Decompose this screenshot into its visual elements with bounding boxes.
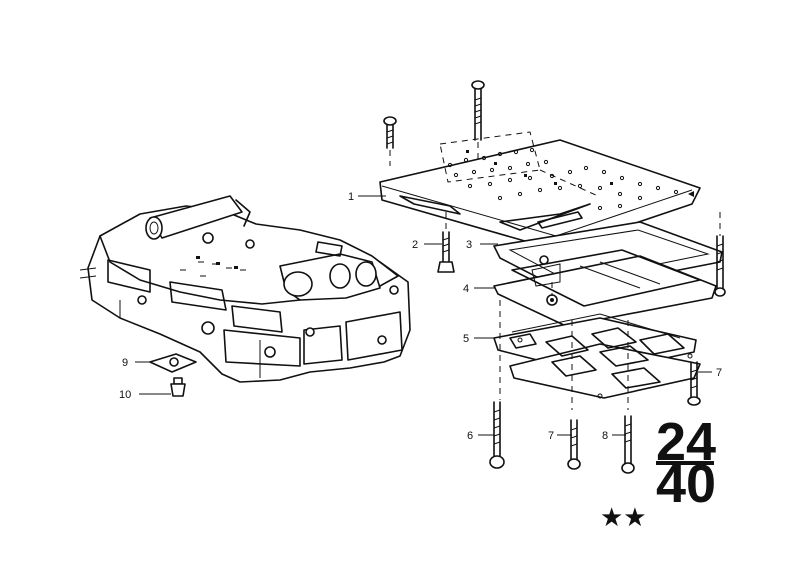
part-1-plate: [379, 131, 701, 251]
callout-7b: 7: [716, 367, 722, 379]
valve-body-housing: [79, 195, 411, 383]
short-screw: [383, 116, 397, 166]
part-7-screw-right: [687, 361, 701, 406]
part-4-plate: [493, 249, 717, 327]
long-bolt-right: [714, 212, 726, 297]
group-number-bottom: 40: [656, 454, 716, 514]
callout-8: 8: [602, 430, 608, 442]
callout-3: 3: [466, 239, 472, 251]
callout-7a: 7: [548, 430, 554, 442]
group-number: 24 40: [656, 412, 716, 514]
part-2-bolt: [437, 212, 455, 273]
long-screw: [471, 80, 485, 170]
star-rating: ★★: [600, 503, 647, 533]
callout-9: 9: [122, 357, 128, 369]
part-6-screw: [489, 401, 505, 469]
separator-plate: [499, 300, 701, 410]
callout-10: 10: [119, 389, 131, 401]
part-7-screw-lower: [567, 419, 581, 470]
callout-6: 6: [467, 430, 473, 442]
callout-4: 4: [463, 283, 469, 295]
callout-labels: 1 2 3 4 5 6 7 7 8 9 10: [119, 191, 722, 442]
group-number-divider: [656, 461, 714, 465]
part-8-screw: [621, 415, 635, 474]
callout-2: 2: [412, 239, 418, 251]
part-10-bolt: [139, 377, 186, 397]
leader-lines: [358, 195, 712, 436]
callout-1: 1: [348, 191, 354, 203]
part-9-plate: [135, 353, 197, 373]
callout-5: 5: [463, 333, 469, 345]
